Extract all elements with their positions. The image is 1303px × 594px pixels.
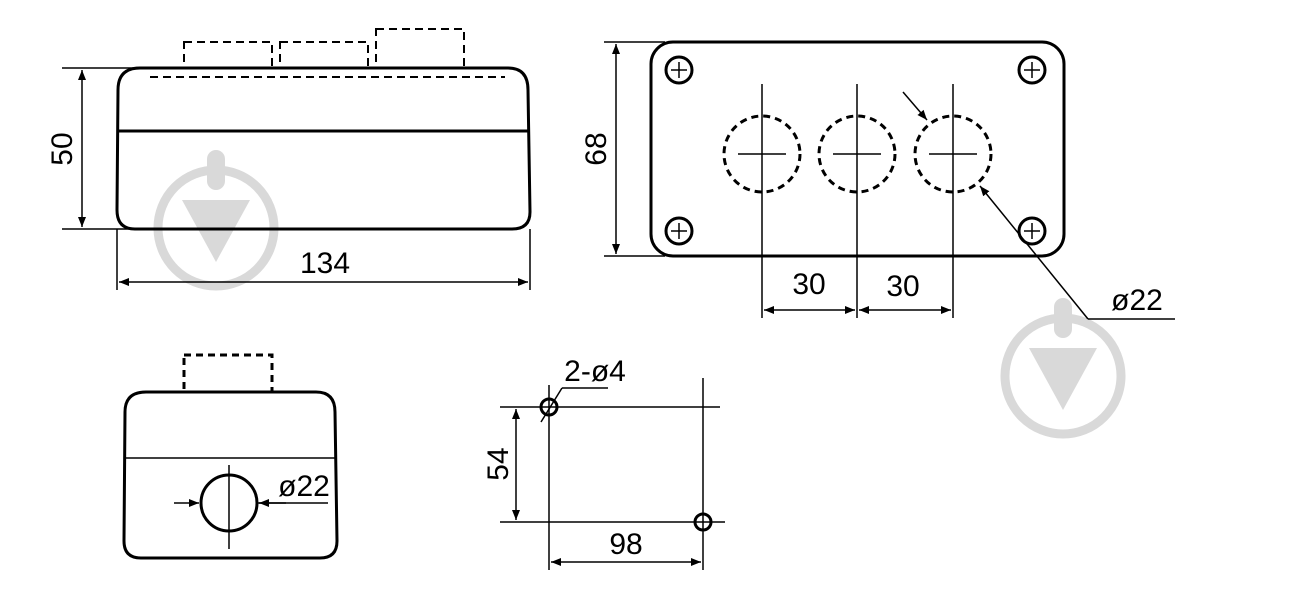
spacing-dimension-1: 30 [792,268,825,301]
mounting-view: 2-ø4 54 98 [482,355,725,570]
side-hole-diameter: ø22 [278,470,330,503]
enclosure-body [115,66,532,231]
button-hole-1 [722,114,802,194]
screw-icon [664,216,694,246]
front-view: 50 134 [46,28,532,290]
button-hole-3 [913,114,993,194]
mounting-holes-label: 2-ø4 [564,355,626,388]
top-height-dimension: 68 [580,132,613,165]
side-view: ø22 [122,353,339,560]
mounting-hole-2 [693,512,713,532]
button-outline-2 [279,41,369,69]
button-hole-2 [817,114,897,194]
top-hole-diameter: ø22 [1111,284,1163,317]
screw-icon [664,55,694,85]
spacing-dimension-2: 30 [886,270,919,303]
watermark-icon [153,150,279,291]
mounting-width-dimension: 98 [609,528,642,561]
screw-icon [1017,216,1047,246]
enclosure-side [122,390,339,560]
front-height-dimension: 50 [46,132,79,165]
button-outline-3 [375,28,465,69]
top-view: 68 30 30 ø22 [580,40,1175,320]
button-outline-1 [183,41,273,69]
screw-icon [1017,55,1047,85]
mounting-hole-1 [539,397,559,417]
watermark-icon [1000,298,1126,439]
button-outline-side [182,353,274,394]
mounting-height-dimension: 54 [482,447,515,480]
front-width-dimension: 134 [300,247,350,280]
